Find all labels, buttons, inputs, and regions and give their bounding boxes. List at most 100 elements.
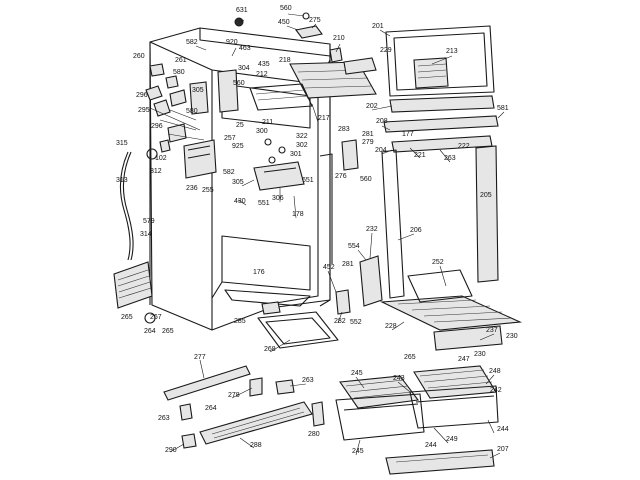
part-callout-206: 206 [410, 227, 422, 234]
part-callout-244: 244 [425, 442, 437, 449]
part-callout-463: 463 [239, 45, 251, 52]
part-callout-295: 295 [138, 107, 150, 114]
crisper-front-rail [179, 401, 325, 449]
part-callout-296: 296 [136, 92, 148, 99]
part-callout-268: 268 [264, 346, 276, 353]
fresh-food-shelf [379, 269, 523, 351]
part-callout-288: 288 [250, 442, 262, 449]
freezer-shelf [249, 57, 377, 111]
part-callout-230: 230 [506, 333, 518, 340]
part-callout-276: 276 [335, 173, 347, 180]
part-callout-552: 552 [350, 319, 362, 326]
part-callout-452: 452 [323, 264, 335, 271]
part-callout-229: 229 [380, 47, 392, 54]
knobs-and-switches [145, 63, 205, 160]
part-callout-290: 290 [165, 447, 177, 454]
part-callout-267: 267 [150, 314, 162, 321]
part-callout-279: 279 [362, 139, 374, 146]
part-callout-285: 285 [234, 318, 246, 325]
part-callout-265: 265 [404, 354, 416, 361]
part-callout-211: 211 [262, 119, 273, 126]
meat-pan [257, 301, 339, 349]
part-callout-232: 232 [366, 226, 378, 233]
part-callout-249: 249 [446, 436, 458, 443]
part-callout-218: 218 [279, 57, 291, 64]
part-callout-261: 261 [175, 57, 187, 64]
part-callout-580: 580 [173, 69, 185, 76]
part-callout-236: 236 [186, 185, 198, 192]
part-callout-213: 213 [446, 48, 458, 55]
part-callout-280: 280 [308, 431, 320, 438]
part-callout-248: 248 [489, 368, 501, 375]
part-callout-244: 244 [497, 426, 509, 433]
hinge-bracket [319, 139, 383, 315]
part-callout-205: 205 [480, 192, 492, 199]
part-callout-282: 282 [334, 318, 346, 325]
part-callout-302: 302 [296, 142, 308, 149]
part-callout-296: 296 [151, 123, 163, 130]
part-callout-221: 221 [414, 152, 426, 159]
part-callout-257: 257 [224, 135, 236, 142]
part-callout-582: 582 [186, 39, 198, 46]
part-callout-278: 278 [228, 392, 240, 399]
part-callout-313: 313 [116, 177, 128, 184]
part-callout-925: 925 [232, 143, 244, 150]
part-callout-579: 579 [143, 218, 155, 225]
part-callout-210: 210 [333, 35, 345, 42]
part-callout-204: 204 [375, 147, 387, 154]
part-callout-242: 242 [490, 387, 502, 394]
part-callout-212: 212 [256, 71, 268, 78]
part-callout-207: 207 [497, 446, 509, 453]
part-callout-581: 581 [497, 105, 509, 112]
part-callout-300: 300 [256, 128, 268, 135]
part-callout-580: 580 [186, 108, 198, 115]
part-callout-222: 222 [458, 143, 470, 150]
leader-lines [169, 13, 505, 459]
part-callout-264: 264 [144, 328, 156, 335]
base-grille [385, 449, 495, 475]
drain-tube [119, 151, 134, 261]
part-callout-281: 281 [342, 261, 354, 268]
part-callout-304: 304 [238, 65, 250, 72]
condensate-tray [113, 261, 156, 324]
part-callout-178: 178 [292, 211, 304, 218]
part-callout-314: 314 [140, 231, 152, 238]
top-hinge-assembly [234, 12, 343, 63]
part-callout-255: 255 [202, 187, 214, 194]
part-callout-560: 560 [360, 176, 372, 183]
part-callout-277: 277 [194, 354, 206, 361]
crisper-pan-cover [163, 365, 295, 401]
part-callout-102: 102 [155, 155, 167, 162]
part-callout-312: 312 [150, 168, 162, 175]
part-callout-247: 247 [458, 356, 470, 363]
part-callout-237: 237 [486, 327, 498, 334]
part-callout-430: 430 [234, 198, 246, 205]
part-callout-208: 208 [376, 118, 388, 125]
part-callout-322: 322 [296, 133, 308, 140]
part-callout-560: 560 [280, 5, 292, 12]
part-callout-920: 920 [226, 39, 238, 46]
part-callout-551: 551 [258, 200, 270, 207]
part-callout-263: 263 [158, 415, 170, 422]
part-callout-230: 230 [474, 351, 486, 358]
door-trim [383, 95, 499, 153]
part-callout-315: 315 [116, 140, 128, 147]
part-callout-217: 217 [318, 115, 330, 122]
part-callout-264: 264 [205, 405, 217, 412]
part-callout-265: 265 [162, 328, 174, 335]
part-callout-263: 263 [302, 377, 314, 384]
part-callout-265: 265 [121, 314, 133, 321]
part-callout-582: 582 [223, 169, 235, 176]
freezer-door [385, 25, 495, 97]
part-callout-305: 305 [232, 179, 244, 186]
part-callout-243: 243 [393, 375, 405, 382]
part-callout-450: 450 [278, 19, 290, 26]
part-callout-202: 202 [366, 103, 378, 110]
control-panel [183, 69, 239, 179]
part-callout-435: 435 [258, 61, 270, 68]
part-callout-177: 177 [402, 131, 414, 138]
part-callout-201: 201 [372, 23, 384, 30]
part-callout-25: 25 [236, 122, 244, 129]
part-callout-263: 263 [444, 155, 456, 162]
